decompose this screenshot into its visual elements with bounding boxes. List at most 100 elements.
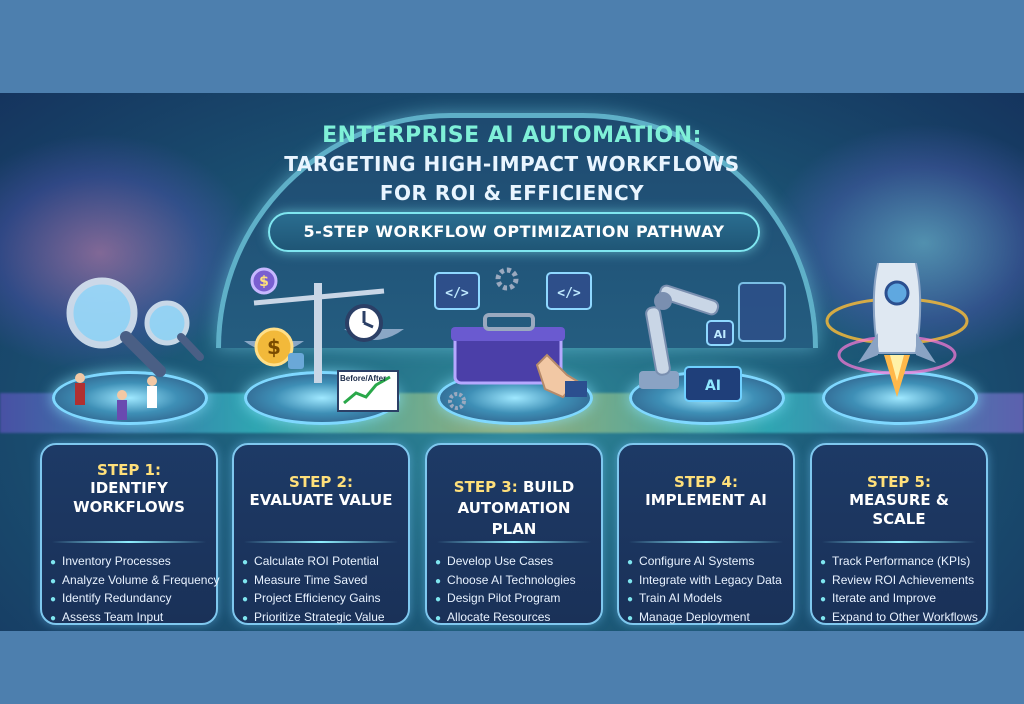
svg-text:$: $ [259, 274, 269, 290]
step-divider [822, 541, 976, 543]
list-item: ● Track Performance (KPIs) [820, 553, 986, 572]
subtitle-pill: 5-Step Workflow Optimization Pathway [268, 212, 760, 252]
step-label: Step 2: [289, 473, 353, 491]
bullet-dot-icon: ● [435, 612, 442, 624]
ai-chip-label: AI [705, 378, 721, 394]
title-line-2: Targeting High-Impact Workflows [284, 152, 740, 176]
step-card-header: Step 5: Measure & Scale [812, 445, 986, 541]
list-item: ● Project Efficiency Gains [242, 590, 408, 609]
list-item-text: Design Pilot Program [447, 591, 561, 605]
list-item-text: Choose AI Technologies [447, 572, 576, 587]
list-item: ● Configure AI Systems [627, 553, 793, 572]
bullet-dot-icon: ● [627, 594, 634, 605]
list-item: ● Analyze Volume & Frequency [50, 572, 220, 591]
infographic: Enterprise AI Automation: Targeting High… [0, 93, 1024, 631]
step-card-1: Step 1: Identify Workflows ● Inventory Pr… [40, 443, 220, 628]
list-item-text: Configure AI Systems [639, 554, 755, 568]
list-item: ●Allocate Resources [435, 609, 601, 628]
bullet-dot-icon: ● [820, 557, 827, 568]
svg-text:</>: </> [557, 286, 581, 301]
step-card-header: Step 3: Build Automation Plan [427, 445, 601, 541]
bullet-dot-icon: ● [435, 557, 442, 568]
bullet-dot-icon: ● [820, 612, 827, 624]
bullet-dot-icon: ● [627, 575, 634, 587]
bullet-dot-icon: ● [50, 575, 57, 587]
before-after-label: Before/After [340, 374, 387, 383]
balance-scale-icon: $ $ [244, 267, 404, 412]
step-card-2: Step 2: Evaluate Value ● Calculate ROI Po… [232, 443, 410, 625]
step-label: Step 3: [453, 478, 518, 496]
toolbox-icon: </> </> [434, 267, 592, 410]
step-divider [52, 541, 206, 543]
title-block: Enterprise AI Automation: Targeting High… [236, 121, 788, 208]
bullet-dot-icon: ● [627, 557, 634, 568]
list-item-text: Review ROI Achievements [832, 572, 975, 587]
bullet-dot-icon: ● [242, 557, 249, 568]
step-label: Step 5: [867, 473, 931, 491]
list-item-text: Train AI Models [639, 591, 722, 605]
step-title: Identify Workflows [73, 479, 185, 516]
step-label: Step 1: [97, 461, 161, 479]
svg-text:</>: </> [445, 286, 469, 301]
bullet-dot-icon: ● [820, 594, 827, 605]
bullet-dot-icon: ● [627, 612, 634, 624]
list-item-text: Project Efficiency Gains [254, 591, 381, 605]
step-items: ●Track Performance (KPIs) ●Review ROI Ac… [820, 553, 986, 627]
list-item: ● Identify Redundancy [50, 590, 216, 609]
bullet-dot-icon: ● [435, 594, 442, 605]
step-card-header: Step 4: Implement AI [619, 445, 793, 541]
list-item-text: Measure Time Saved [254, 572, 368, 587]
list-item-text: Integrate with Legacy Data [639, 572, 782, 587]
list-item: ● Calculate ROI Potential [242, 553, 408, 572]
list-item: ● Prioritize Strategic Value [242, 609, 408, 628]
list-item-text: Develop Use Cases [447, 554, 554, 568]
step-items: ● Develop Use Cases ● Choose AI Technologi… [435, 553, 601, 627]
step-label: Step 4: [674, 473, 738, 491]
step-divider [629, 541, 783, 543]
bullet-dot-icon: ● [50, 557, 57, 568]
list-item: ● Assess Team Input [50, 609, 216, 628]
step-divider [437, 541, 591, 543]
list-item-text: Track Performance (KPIs) [832, 554, 971, 568]
step-items: ● Calculate ROI Potential ● Measure Time S… [242, 553, 408, 627]
step-divider [244, 541, 398, 543]
list-item-text: Iterate and Improve [832, 591, 937, 605]
step-card-3: Step 3: Build Automation Plan ● Develop U… [425, 443, 603, 625]
list-item: ● Choose AI Technologies [435, 572, 601, 591]
list-item: ● Inventory Processes [50, 553, 216, 572]
list-item: ● Expand to Other Workflows [820, 609, 986, 628]
list-item-text: Expand to Other Workflows [832, 609, 978, 624]
list-item: ● Iterate and Improve [820, 590, 986, 609]
list-item-text: Inventory Processes [62, 554, 171, 568]
step-items: ● Configure AI Systems ● Integrate with Le… [627, 553, 793, 627]
step-heading: Step 3: Build Automation Plan [427, 477, 601, 540]
magnifying-glass-icon [66, 277, 204, 420]
list-item-text: Assess Team Input [62, 609, 164, 624]
bullet-dot-icon: ● [242, 575, 249, 587]
title-line-3: for ROI & Efficiency [379, 181, 645, 205]
svg-text:$: $ [267, 335, 281, 359]
step-card-header: Step 1: Identify Workflows [42, 445, 216, 541]
list-item: ● Develop Use Cases [435, 553, 601, 572]
list-item: ● Measure Time Saved [242, 572, 408, 591]
step-card-header: Step 2: Evaluate Value [234, 445, 408, 541]
step-title: Evaluate Value [249, 491, 393, 509]
ai-badge: AI [714, 328, 727, 341]
step-items: ● Inventory Processes ● Analyze Volume & F… [50, 553, 220, 628]
step-title: Measure & Scale [849, 491, 949, 528]
list-item-text: Identify Redundancy [62, 591, 172, 605]
list-item-text: Prioritize Strategic Value [254, 609, 385, 624]
bullet-dot-icon: ● [50, 594, 57, 605]
step-card-4: Step 4: Implement AI ● Configure AI Syste… [617, 443, 795, 625]
bullet-dot-icon: ● [242, 594, 249, 605]
bullet-dot-icon: ● [435, 575, 442, 587]
bullet-dot-icon: ● [50, 612, 57, 624]
step-card-5: Step 5: Measure & Scale ● Track Performan… [810, 443, 988, 625]
list-item-text: Analyze Volume & Frequency [62, 572, 220, 587]
list-item: ●Review ROI Achievements [820, 572, 986, 591]
rocket-icon [825, 263, 969, 397]
bullet-dot-icon: ● [242, 612, 249, 624]
step-title: Implement AI [645, 491, 767, 509]
title-line-1: Enterprise AI Automation: [322, 123, 702, 148]
list-item-text: Calculate ROI Potential [254, 554, 379, 568]
